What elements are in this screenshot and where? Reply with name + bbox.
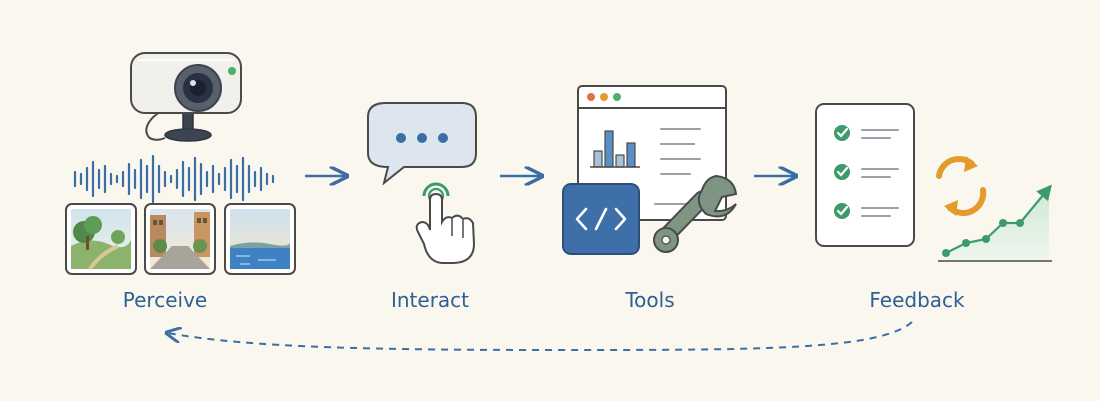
checklist-icon (815, 103, 915, 247)
trend-chart-icon (938, 184, 1052, 262)
sound-wave-icon (73, 154, 275, 204)
stage-label-feedback: Feedback (869, 288, 965, 312)
feedback-loop-arrow (168, 321, 913, 352)
stage-label-perceive: Perceive (122, 288, 208, 312)
photo-thumbnail-icon (65, 203, 137, 275)
photo-thumbnail-icon (224, 203, 296, 275)
refresh-cycle-icon (936, 156, 987, 216)
tap-hand-icon (415, 182, 476, 264)
camera-icon (130, 52, 242, 142)
stage-label-tools: Tools (625, 288, 675, 312)
bar-chart-icon (590, 130, 640, 168)
wrench-icon (653, 174, 738, 253)
stage-label-interact: Interact (390, 288, 470, 312)
photo-thumbnail-icon (144, 203, 216, 275)
code-icon (562, 183, 640, 255)
chat-bubble-icon (367, 102, 477, 186)
